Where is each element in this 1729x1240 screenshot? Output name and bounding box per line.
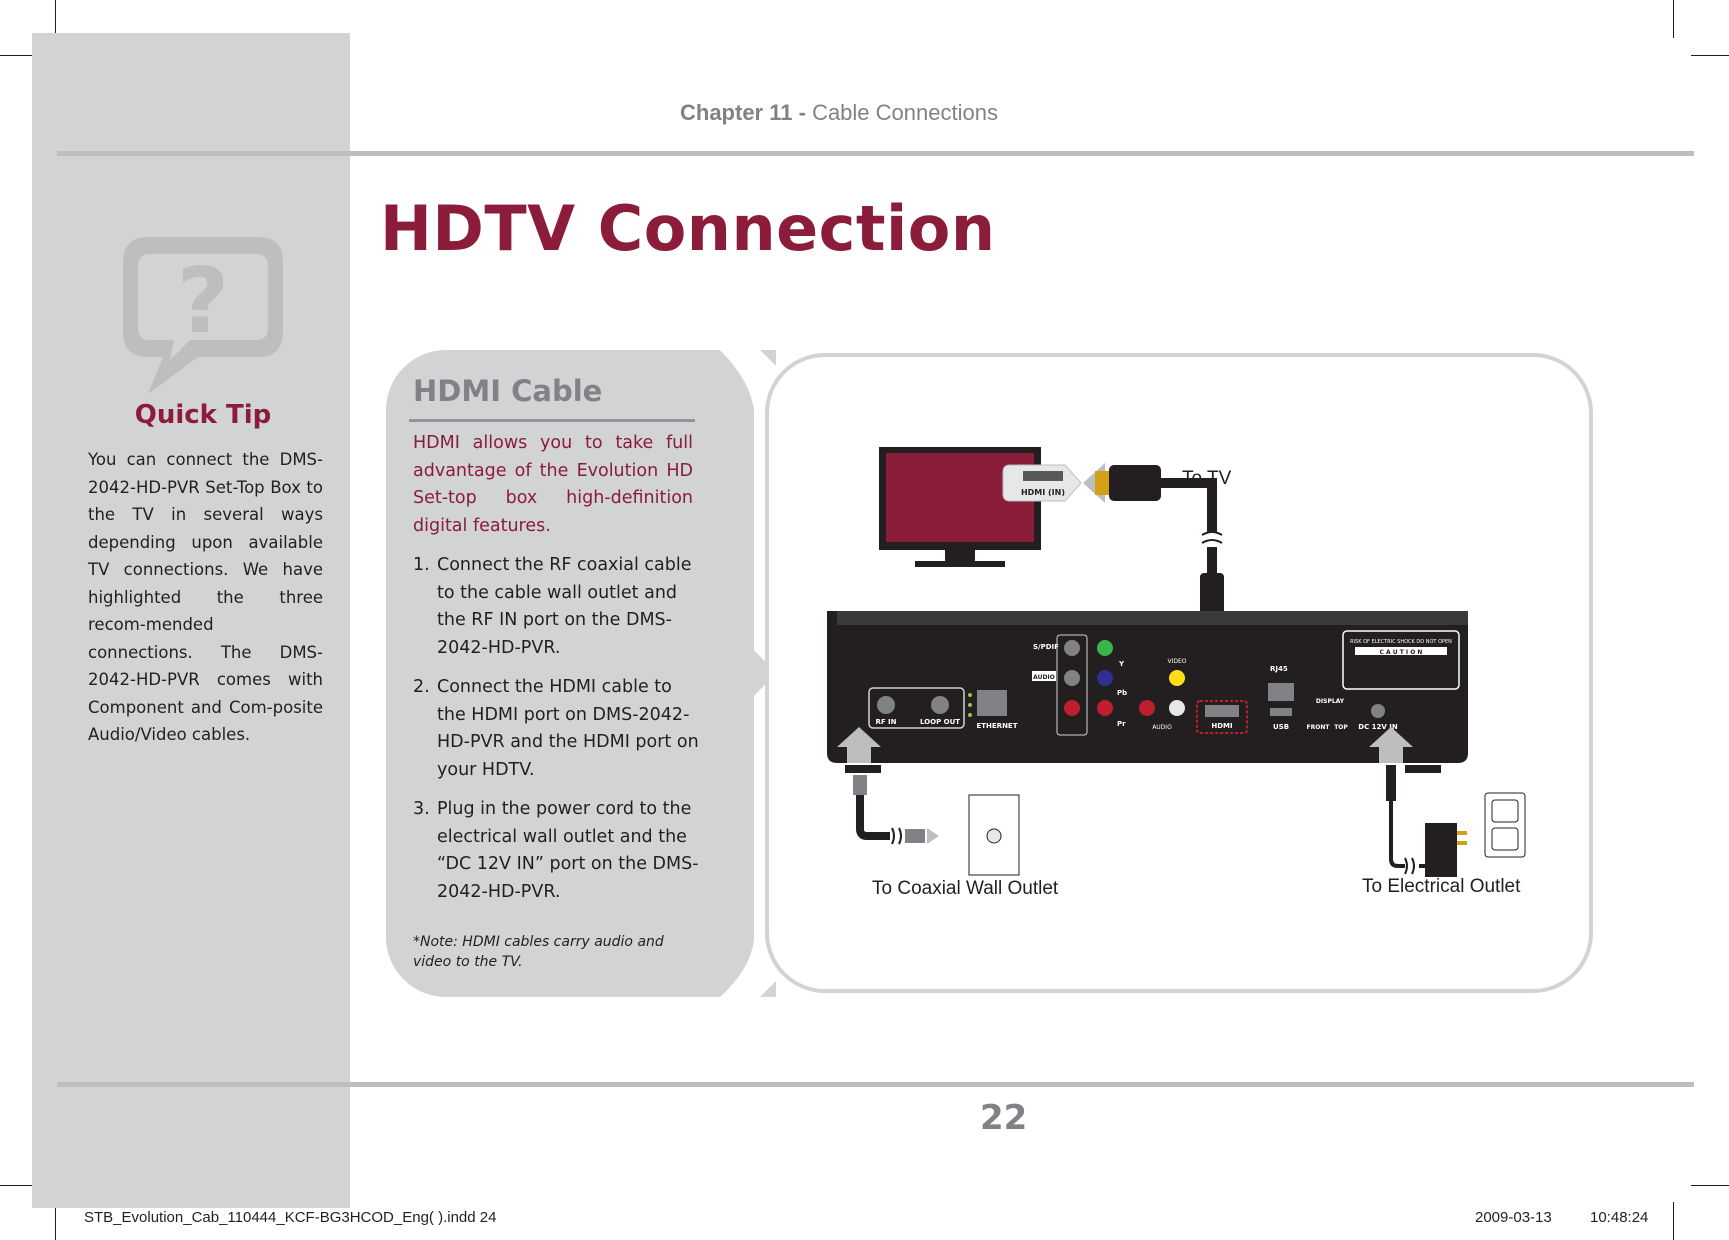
svg-text:DC 12V IN: DC 12V IN bbox=[1358, 723, 1398, 731]
svg-text:Pb: Pb bbox=[1117, 689, 1127, 697]
footer-rule bbox=[57, 1082, 1694, 1087]
svg-text:AUDIO: AUDIO bbox=[1033, 674, 1055, 681]
step-number: 1. bbox=[413, 555, 430, 575]
svg-text:RISK OF ELECTRIC SHOCK DO NOT: RISK OF ELECTRIC SHOCK DO NOT OPEN bbox=[1350, 639, 1452, 645]
svg-text:TOP: TOP bbox=[1334, 724, 1348, 731]
panel-title: HDMI Cable bbox=[413, 374, 603, 408]
svg-text:FRONT: FRONT bbox=[1307, 724, 1331, 731]
step-text: Plug in the power cord to the electrical… bbox=[437, 799, 699, 902]
svg-text:S/PDIF: S/PDIF bbox=[1033, 643, 1059, 651]
step-text: Connect the HDMI cable to the HDMI port … bbox=[437, 677, 699, 780]
step-number: 3. bbox=[413, 799, 430, 819]
svg-text:?: ? bbox=[177, 249, 229, 354]
hdmi-in-port-callout: HDMI (IN) bbox=[1002, 464, 1082, 502]
crop-mark bbox=[55, 0, 56, 38]
label-to-coaxial-outlet: To Coaxial Wall Outlet bbox=[872, 878, 1059, 899]
step-item: 2. Connect the HDMI cable to the HDMI po… bbox=[413, 674, 703, 784]
label-to-tv: To TV bbox=[1182, 468, 1232, 489]
svg-text:VIDEO: VIDEO bbox=[1167, 658, 1186, 665]
crop-mark bbox=[1673, 1202, 1674, 1240]
diagram-illustration: HDMI (IN) RF IN LOOP OUT ETHERNET S/PDIF… bbox=[827, 447, 1526, 877]
chapter-title: Cable Connections bbox=[812, 100, 998, 125]
step-item: 1. Connect the RF coaxial cable to the c… bbox=[413, 552, 703, 662]
page-number: 22 bbox=[980, 1098, 1028, 1138]
step-list: 1. Connect the RF coaxial cable to the c… bbox=[413, 552, 703, 918]
panel-rule bbox=[409, 419, 695, 422]
slug-filename: STB_Evolution_Cab_110444_KCF-BG3HCOD_Eng… bbox=[84, 1209, 497, 1226]
step-text: Connect the RF coaxial cable to the cabl… bbox=[437, 555, 692, 658]
svg-text:HDMI: HDMI bbox=[1211, 722, 1232, 730]
crop-mark bbox=[1673, 0, 1674, 38]
step-item: 3. Plug in the power cord to the electri… bbox=[413, 796, 703, 906]
chapter-label: Chapter 11 - bbox=[680, 100, 806, 125]
label-to-electrical-outlet: To Electrical Outlet bbox=[1362, 876, 1521, 897]
chapter-heading: Chapter 11 - Cable Connections bbox=[680, 100, 998, 126]
sidebar bbox=[32, 33, 350, 1208]
set-top-box-back-panel: RF IN LOOP OUT ETHERNET S/PDIF AUDIO Y P… bbox=[827, 611, 1468, 773]
svg-text:USB: USB bbox=[1273, 723, 1289, 731]
footnote: *Note: HDMI cables carry audio and video… bbox=[413, 934, 664, 970]
crop-mark bbox=[1691, 55, 1729, 56]
svg-text:AUDIO: AUDIO bbox=[1152, 724, 1172, 731]
svg-text:RF IN: RF IN bbox=[875, 718, 896, 726]
svg-text:Pr: Pr bbox=[1117, 720, 1126, 728]
svg-text:DISPLAY: DISPLAY bbox=[1316, 698, 1345, 705]
quick-tip-title: Quick Tip bbox=[134, 400, 272, 430]
tv-hdmi-in-label: HDMI (IN) bbox=[1021, 488, 1065, 497]
crop-mark bbox=[0, 1185, 38, 1186]
page-title: HDTV Connection bbox=[380, 192, 996, 265]
panel-intro: HDMI allows you to take full advantage o… bbox=[413, 433, 693, 536]
quick-tip-text: You can connect the DMS-2042-HD-PVR Set-… bbox=[88, 450, 323, 744]
svg-text:Y: Y bbox=[1118, 660, 1125, 668]
svg-text:RJ45: RJ45 bbox=[1270, 665, 1288, 673]
header-rule bbox=[57, 151, 1694, 156]
slug-time: 10:48:24 bbox=[1590, 1209, 1649, 1226]
crop-mark bbox=[1691, 1185, 1729, 1186]
crop-mark bbox=[0, 55, 38, 56]
question-bubble-icon: ? bbox=[123, 237, 283, 394]
svg-text:ETHERNET: ETHERNET bbox=[976, 722, 1017, 730]
slug-date: 2009-03-13 bbox=[1475, 1209, 1552, 1226]
svg-text:C A U T I O N: C A U T I O N bbox=[1380, 649, 1423, 656]
step-number: 2. bbox=[413, 677, 430, 697]
instruction-panel bbox=[386, 350, 776, 997]
svg-text:LOOP OUT: LOOP OUT bbox=[920, 718, 960, 726]
crop-mark bbox=[55, 1202, 56, 1240]
